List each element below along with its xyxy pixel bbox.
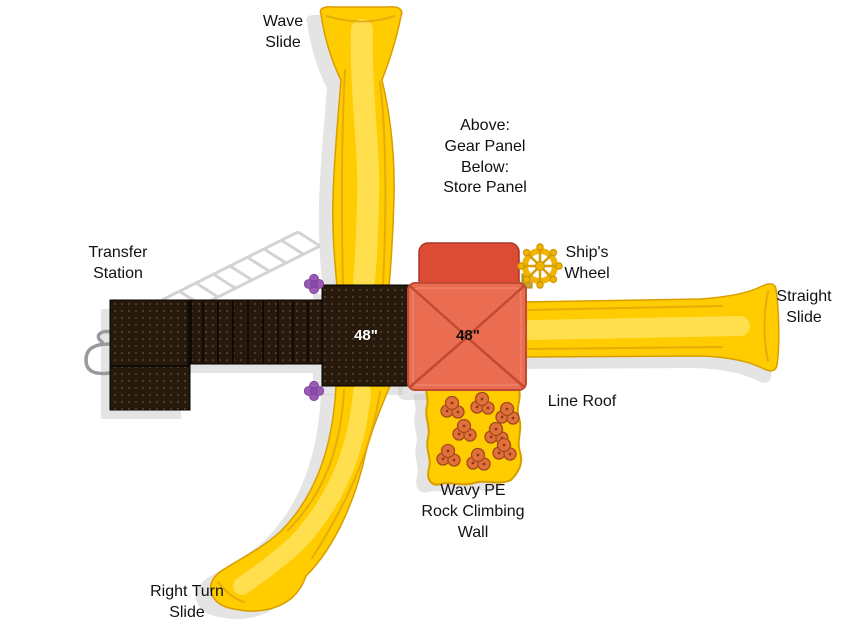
right-turn-slide-label: Right Turn Slide	[150, 583, 224, 621]
climbing-wall	[424, 385, 523, 486]
deck-size-label-roof: 48"	[456, 327, 480, 344]
transfer-station-rails	[84, 329, 114, 376]
deck-size-label-left: 48"	[354, 327, 378, 344]
straight-slide	[522, 283, 780, 372]
right-turn-slide	[209, 383, 391, 612]
straight-slide-label: Straight Slide	[776, 288, 832, 326]
wave-slide	[319, 6, 403, 291]
wave-slide-label: Wave Slide	[262, 13, 304, 51]
gear-store-panel-label: Above: Gear Panel Below: Store Panel	[443, 117, 527, 197]
ships-wheel	[517, 243, 563, 289]
transfer-station-label: Transfer Station	[88, 244, 148, 282]
ships-wheel-label: Ship's Wheel	[564, 244, 610, 282]
line-roof-label: Line Roof	[547, 393, 617, 410]
climbing-wall-label: Wavy PE Rock Climbing Wall	[421, 482, 525, 541]
walkway-steps	[110, 300, 309, 367]
line-roof	[407, 282, 527, 391]
transfer-station-and-decks	[109, 284, 413, 411]
